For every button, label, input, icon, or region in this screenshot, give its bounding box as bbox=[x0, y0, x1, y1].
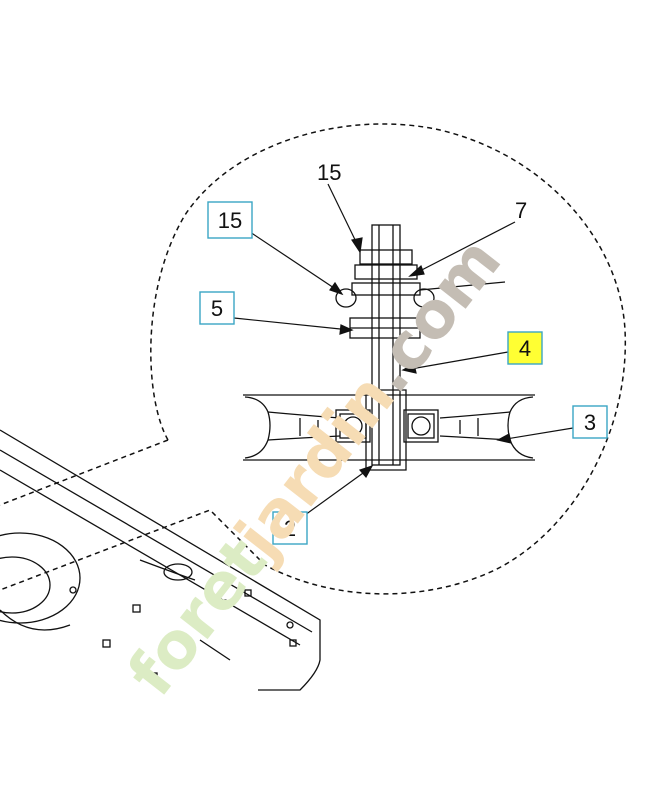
callout-15: 15 bbox=[207, 201, 253, 239]
callout-label-5: 5 bbox=[211, 296, 223, 321]
spacer bbox=[349, 317, 421, 339]
watermark-part-3: .com bbox=[351, 225, 516, 407]
nut-and-washers bbox=[335, 249, 506, 308]
base-plate bbox=[0, 429, 321, 691]
callout-label-8: 15 bbox=[317, 160, 341, 185]
detail-circle-leader bbox=[0, 439, 169, 506]
callout-label-3: 3 bbox=[584, 410, 596, 435]
callout-5: 5 bbox=[199, 291, 235, 325]
pulley bbox=[243, 394, 535, 461]
callout-2: 2 bbox=[272, 511, 308, 545]
detail-circle-outline bbox=[0, 123, 627, 595]
callout-3: 3 bbox=[572, 405, 608, 439]
callout-label-2: 2 bbox=[284, 516, 296, 541]
callout-label-15: 15 bbox=[218, 208, 242, 233]
leader-lines bbox=[233, 183, 574, 516]
callout-7: 7 bbox=[515, 198, 527, 223]
callout-4: 4 bbox=[507, 331, 543, 365]
bearing-right bbox=[403, 409, 439, 443]
watermark-part-2: jardin bbox=[220, 361, 409, 574]
callout-label-4: 4 bbox=[519, 336, 531, 361]
watermark-logo: foret jardin .com bbox=[114, 225, 516, 710]
callout-8: 15 bbox=[317, 160, 341, 185]
callout-label-7: 7 bbox=[515, 198, 527, 223]
